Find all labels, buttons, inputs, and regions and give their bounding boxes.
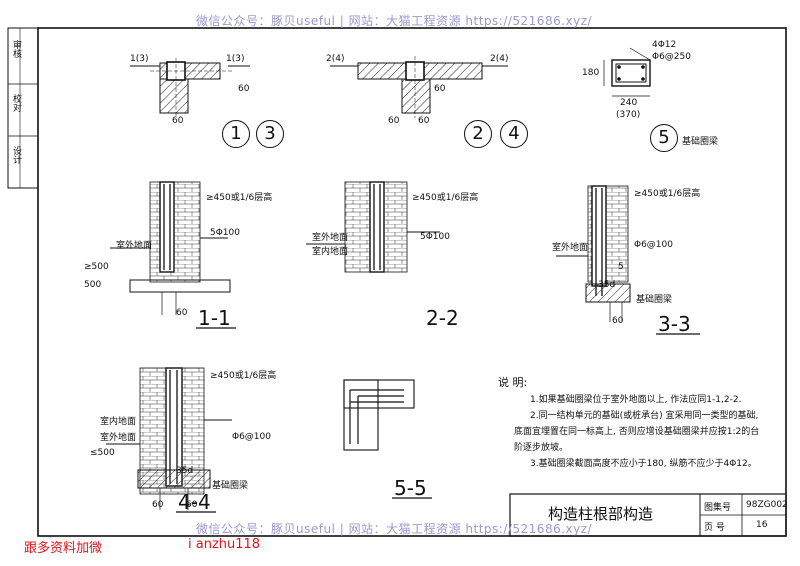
d5-bar-top: 4Φ12 [652, 40, 677, 50]
notes-item-3: 底面宜埋置在同一标高上, 否则应增设基础圈梁并应按1:2的台 [514, 427, 760, 437]
d2-dim-h2: 60 [418, 116, 430, 126]
strip-label-review: 审核 [11, 40, 21, 58]
s22-spacing: 5Φ100 [420, 232, 450, 242]
section-5-5 [343, 379, 415, 451]
s11-dim3: 60 [176, 308, 188, 318]
s33-dim: 60 [612, 316, 624, 326]
left-strip [7, 27, 39, 189]
s44-indoor: 室内地面 [100, 417, 137, 427]
s11-dim1: ≥500 [84, 262, 109, 272]
s33-title: 3-3 [658, 312, 691, 336]
s33-beam: 基础圈梁 [636, 295, 673, 305]
s22-lap: ≥450或1/6层高 [412, 193, 479, 203]
d5-caption: 基础圈梁 [682, 137, 719, 147]
s33-anchor: 35d [598, 280, 616, 290]
notes-heading: 说 明: [498, 376, 528, 389]
watermark-top: 微信公众号：豚贝useful | 网站：大猫工程资源 https://52168… [196, 14, 593, 28]
s33-n: 5 [618, 262, 624, 272]
d1-label-a: 1 [222, 120, 250, 148]
s33-lap: ≥450或1/6层高 [634, 189, 701, 199]
s44-dim3: 60 [186, 500, 198, 510]
section-4-4 [106, 367, 232, 510]
title-block-atlas-label: 图集号 [704, 503, 732, 513]
s44-dim2: 60 [152, 500, 164, 510]
title-block-title: 构造柱根部构造 [548, 505, 654, 523]
s33-spacing: Φ6@100 [634, 240, 673, 250]
d5-width-alt: (370) [616, 110, 641, 120]
s44-title: 4-4 [178, 490, 211, 514]
s44-outdoor: 室外地面 [100, 433, 137, 443]
s44-spacing: Φ6@100 [232, 432, 271, 442]
d5-width: 240 [620, 98, 638, 108]
detail-1-plan [130, 58, 250, 118]
d1-dim-v: 60 [238, 84, 250, 94]
s33-outdoor: 室外地面 [552, 243, 589, 253]
d1-label-b: 3 [256, 120, 284, 148]
title-block-page-no: 16 [756, 520, 768, 530]
d1-dim-h: 60 [172, 116, 184, 126]
d5-height: 180 [582, 68, 600, 78]
section-1-1 [110, 181, 231, 315]
s22-indoor: 室内地面 [312, 247, 349, 257]
notes-item-1: 1.如果基础圈梁位于室外地面以上, 作法应同1-1,2-2. [530, 395, 742, 405]
s11-outdoor: 室外地面 [116, 241, 153, 251]
d5-stirrup: Φ6@250 [652, 52, 691, 62]
section-3-3 [556, 185, 631, 322]
detail-5-section [603, 47, 651, 97]
d2-callout-right: 2(4) [490, 54, 509, 64]
s44-lap: ≥450或1/6层高 [210, 371, 277, 381]
section-2-2 [306, 181, 440, 273]
sheet-border [37, 27, 787, 537]
s22-outdoor: 室外地面 [312, 233, 349, 243]
promo-left: 跟多资料加微 [24, 541, 103, 556]
s44-dim1: ≤500 [90, 448, 115, 458]
d1-callout-left: 1(3) [130, 54, 149, 64]
d2-dim-v: 60 [434, 84, 446, 94]
s44-beam: 基础圈梁 [212, 481, 249, 491]
s22-title: 2-2 [426, 306, 459, 330]
notes-item-5: 3.基础圈梁截面高度不应小于180, 纵筋不应少于4Φ12。 [530, 459, 757, 469]
s11-title: 1-1 [198, 306, 231, 330]
strip-label-design: 设计 [11, 146, 21, 164]
s11-spacing: 5Φ100 [210, 228, 240, 238]
s11-lap: ≥450或1/6层高 [206, 193, 273, 203]
strip-label-check: 校对 [11, 94, 21, 112]
watermark-bottom: 微信公众号：豚贝useful | 网站：大猫工程资源 https://52168… [196, 522, 593, 536]
notes-item-4: 阶逐步放坡。 [514, 443, 569, 453]
title-block-atlas-no: 98ZG002 [746, 500, 788, 510]
d2-label-b: 4 [500, 120, 528, 148]
d2-dim-h1: 60 [388, 116, 400, 126]
s44-anchor: 35d [176, 466, 194, 476]
d2-label-a: 2 [464, 120, 492, 148]
notes-item-2: 2.同一结构单元的基础(或桩承台) 宜采用同一类型的基础, [530, 411, 759, 421]
d2-callout-left: 2(4) [326, 54, 345, 64]
detail-2-plan [330, 56, 508, 118]
d5-label: 5 [650, 124, 678, 152]
s11-dim2: 500 [84, 280, 102, 290]
d1-callout-right: 1(3) [226, 54, 245, 64]
s55-title: 5-5 [394, 476, 427, 500]
title-block-page-label: 页 号 [704, 523, 725, 533]
promo-right: i anzhu118 [188, 537, 261, 552]
